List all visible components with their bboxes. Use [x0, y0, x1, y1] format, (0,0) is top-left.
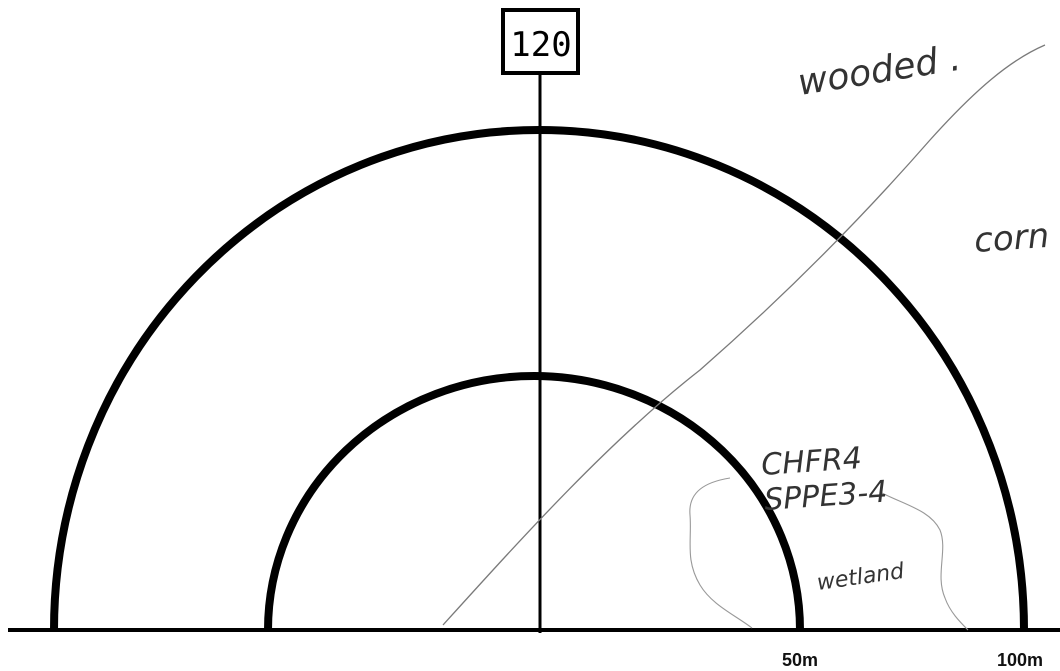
habitat-boundary-line	[442, 44, 1046, 626]
point-label-box	[501, 8, 580, 75]
wetland-boundary-line	[689, 477, 753, 629]
wetland-annotation: wetland	[815, 559, 906, 596]
species-code-1: CHFR4	[760, 441, 863, 483]
inner-radius-label: 50m	[782, 650, 818, 670]
outer-radius-label: 100m	[997, 650, 1043, 670]
point-label: 120	[510, 25, 571, 65]
wetland-boundary-line-right	[879, 491, 969, 631]
species-code-2: SPPE3-4	[763, 474, 888, 518]
wooded-annotation: wooded .	[795, 38, 964, 104]
inner-radius-ring	[264, 372, 804, 631]
corn-annotation: corn	[973, 216, 1051, 261]
